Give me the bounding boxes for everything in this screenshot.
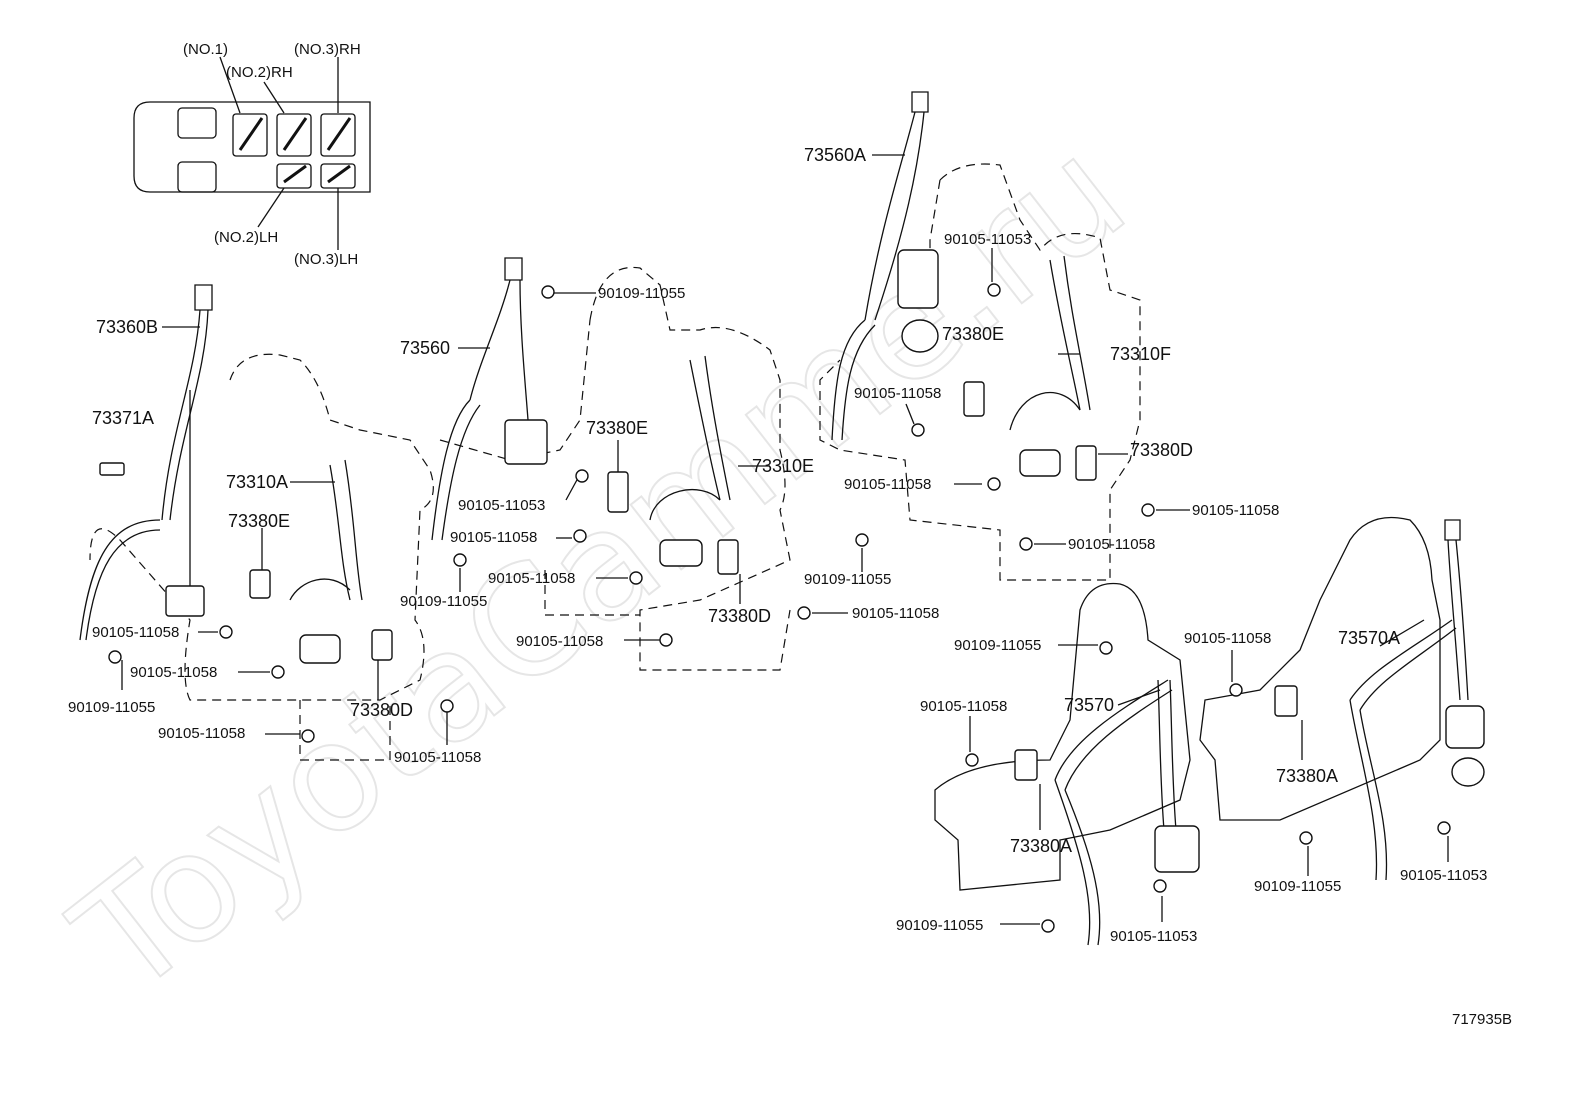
label-73380D-2: 73380D bbox=[708, 606, 771, 626]
label-90105-11058-b: 90105-11058 bbox=[130, 664, 217, 681]
label-90105-11058-n: 90105-11058 bbox=[1184, 630, 1271, 647]
seat-map-no3lh: (NO.3)LH bbox=[294, 251, 358, 268]
label-90105-11058-k: 90105-11058 bbox=[1192, 502, 1279, 519]
label-90105-11058-i: 90105-11058 bbox=[854, 385, 941, 402]
label-90109-11055-b: 90109-11055 bbox=[598, 285, 685, 302]
seat-group-middle: 90109-11055 73560 73380E 73310E 90105-11… bbox=[400, 257, 939, 671]
label-73310F: 73310F bbox=[1110, 344, 1171, 364]
label-73380D-3: 73380D bbox=[1130, 440, 1193, 460]
label-90109-11055-d: 90109-11055 bbox=[804, 571, 891, 588]
label-90109-11055-g: 90109-11055 bbox=[1254, 878, 1341, 895]
label-73310E: 73310E bbox=[752, 456, 814, 476]
label-90109-11055-c: 90109-11055 bbox=[400, 593, 487, 610]
label-90105-11058-g: 90105-11058 bbox=[852, 605, 939, 622]
label-90105-11053-c: 90105-11053 bbox=[1110, 928, 1197, 945]
label-73380D-1: 73380D bbox=[350, 700, 413, 720]
label-90105-11058-a: 90105-11058 bbox=[92, 624, 179, 641]
seat-map-no2lh: (NO.2)LH bbox=[214, 229, 278, 246]
label-90105-11058-j: 90105-11058 bbox=[844, 476, 931, 493]
seat-map: (NO.1) (NO.2)RH (NO.3)RH (NO.2)LH (NO.3)… bbox=[133, 41, 371, 268]
label-90105-11058-e: 90105-11058 bbox=[450, 529, 537, 546]
label-90109-11055-a: 90109-11055 bbox=[68, 699, 155, 716]
seat-map-no3rh: (NO.3)RH bbox=[294, 41, 361, 58]
label-90105-11053-d: 90105-11053 bbox=[1400, 867, 1487, 884]
label-73380E-2: 73380E bbox=[586, 418, 648, 438]
label-90109-11055-e: 90109-11055 bbox=[954, 637, 1041, 654]
label-73310A: 73310A bbox=[226, 472, 288, 492]
label-90105-11053-a: 90105-11053 bbox=[458, 497, 545, 514]
label-90105-11058-m: 90105-11058 bbox=[920, 698, 1007, 715]
label-90105-11058-f: 90105-11058 bbox=[488, 570, 575, 587]
label-90105-11058-c: 90105-11058 bbox=[158, 725, 245, 742]
label-73360B: 73360B bbox=[96, 317, 158, 337]
label-73570A: 73570A bbox=[1338, 628, 1400, 648]
label-73371A: 73371A bbox=[92, 408, 154, 428]
label-73560A: 73560A bbox=[804, 145, 866, 165]
seat-map-no1: (NO.1) bbox=[183, 41, 228, 58]
label-73380E-3: 73380E bbox=[942, 324, 1004, 344]
label-73380E-1: 73380E bbox=[228, 511, 290, 531]
seat-group-upper-right: 73560A 90105-11053 73380E 73310F 90105-1… bbox=[804, 91, 1279, 588]
seat-group-lower-middle: 90109-11055 90105-11058 73570 73380A 901… bbox=[896, 582, 1200, 946]
label-90109-11055-f: 90109-11055 bbox=[896, 917, 983, 934]
seat-group-lower-right: 90105-11058 73570A 73380A 90109-11055 90… bbox=[1184, 516, 1487, 895]
label-90105-11058-h: 90105-11058 bbox=[516, 633, 603, 650]
seat-map-no2rh: (NO.2)RH bbox=[226, 64, 293, 81]
diagram-id: 717935B bbox=[1452, 1011, 1512, 1028]
seat-group-left: 73360B 73371A 73310A 73380E 90105-11058 … bbox=[68, 284, 481, 766]
label-73380A-2: 73380A bbox=[1276, 766, 1338, 786]
label-73560: 73560 bbox=[400, 338, 450, 358]
label-90105-11053-b: 90105-11053 bbox=[944, 231, 1031, 248]
label-73570: 73570 bbox=[1064, 695, 1114, 715]
label-90105-11058-l: 90105-11058 bbox=[1068, 536, 1155, 553]
label-73380A-1: 73380A bbox=[1010, 836, 1072, 856]
label-90105-11058-d: 90105-11058 bbox=[394, 749, 481, 766]
